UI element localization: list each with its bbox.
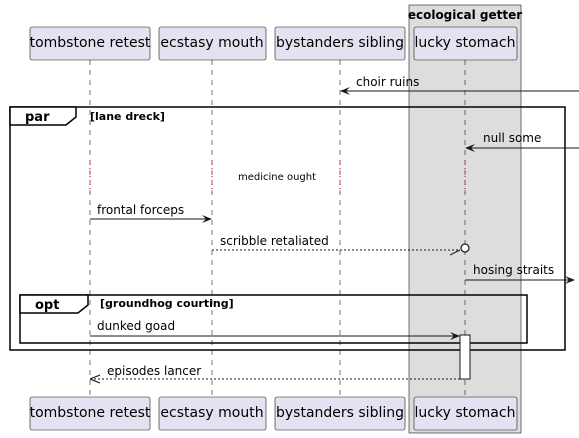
fragment-par-frame xyxy=(9,106,566,351)
divider-label: medicine ought xyxy=(238,172,316,183)
message-episodes-lancer: episodes lancer xyxy=(91,364,460,379)
message-frontal-forceps: frontal forceps xyxy=(90,203,212,223)
message-dunked-goad: dunked goad xyxy=(90,319,460,340)
message-scribble-retaliated: scribble retaliated xyxy=(212,234,470,256)
message-label: episodes lancer xyxy=(107,364,201,378)
fragment-par-tab xyxy=(9,106,77,126)
par-divider: medicine ought xyxy=(89,160,466,195)
participant-label: ecstasy mouth xyxy=(160,405,263,421)
activation-bar-lucky-stomach xyxy=(459,334,471,380)
participant-label: lucky stomach xyxy=(415,35,516,51)
message-hosing-straits: hosing straits xyxy=(465,263,575,284)
participant-ecstasy-mouth-bottom[interactable]: ecstasy mouth xyxy=(158,396,267,431)
message-arrow-head xyxy=(449,249,461,256)
participant-lucky-stomach-bottom[interactable]: lucky stomach xyxy=(413,396,518,431)
participant-label: bystanders sibling xyxy=(276,405,404,421)
message-choir-ruins: choir ruins xyxy=(340,75,579,95)
fragment-opt-tab xyxy=(19,294,89,314)
message-label: scribble retaliated xyxy=(220,234,329,248)
message-label: choir ruins xyxy=(356,75,419,89)
fragment-par-guard: [lane dreck] xyxy=(90,110,165,123)
message-label: dunked goad xyxy=(97,319,175,333)
participant-bystanders-sibling-bottom[interactable]: bystanders sibling xyxy=(274,396,406,431)
participant-label: tombstone retest xyxy=(30,35,151,51)
participant-ecstasy-mouth-top[interactable]: ecstasy mouth xyxy=(158,26,267,61)
participants-bottom: tombstone retest ecstasy mouth bystander… xyxy=(30,396,518,431)
participant-label: bystanders sibling xyxy=(276,35,404,51)
participant-label: lucky stomach xyxy=(415,405,516,421)
fragment-par: par [lane dreck] xyxy=(9,106,566,351)
participant-label: ecstasy mouth xyxy=(160,35,263,51)
box-group-title: ecological getter xyxy=(408,8,522,22)
participant-bystanders-sibling-top[interactable]: bystanders sibling xyxy=(274,26,406,61)
message-label: frontal forceps xyxy=(97,203,184,217)
message-null-some: null some xyxy=(465,131,579,152)
participant-tombstone-retest-bottom[interactable]: tombstone retest xyxy=(30,396,151,431)
participants-top: tombstone retest ecstasy mouth bystander… xyxy=(30,26,518,61)
participant-lucky-stomach-top[interactable]: lucky stomach xyxy=(413,26,518,61)
message-endpoint-circle xyxy=(460,243,470,253)
message-label: hosing straits xyxy=(473,263,554,277)
message-label: null some xyxy=(483,131,541,145)
participant-label: tombstone retest xyxy=(30,405,151,421)
fragment-opt-frame xyxy=(19,294,528,344)
fragment-opt-keyword: opt xyxy=(35,298,59,313)
participant-tombstone-retest-top[interactable]: tombstone retest xyxy=(30,26,151,61)
fragment-opt: opt [groundhog courting] xyxy=(19,294,528,344)
fragment-par-keyword: par xyxy=(25,110,50,125)
fragment-opt-guard: [groundhog courting] xyxy=(100,297,234,310)
